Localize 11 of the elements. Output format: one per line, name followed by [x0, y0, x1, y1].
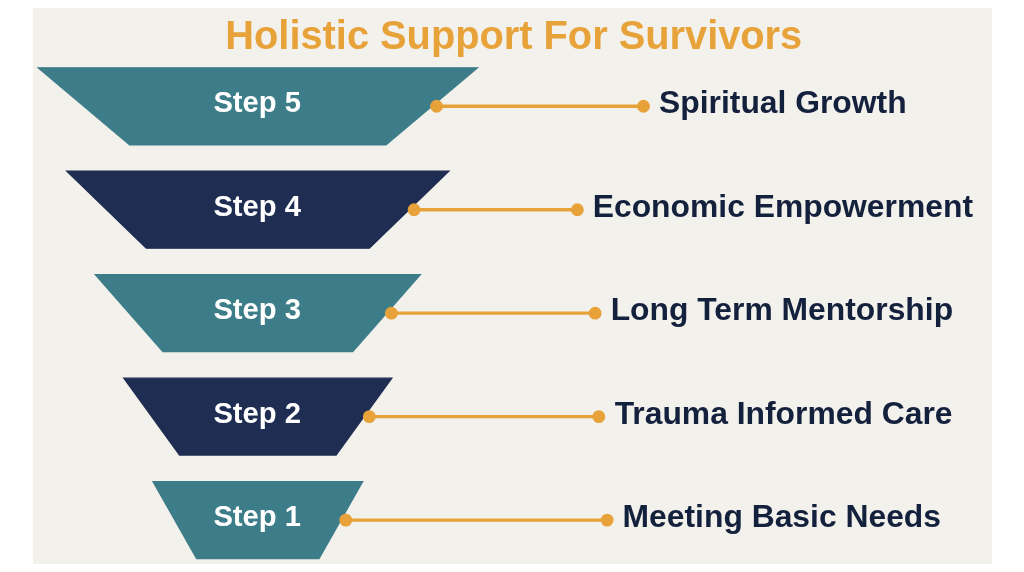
connector	[384, 306, 602, 320]
node-text: Trauma Informed Care	[614, 394, 952, 431]
node-text: Spiritual Growth	[658, 84, 907, 121]
node-text: Economic Empowerment	[592, 187, 973, 224]
connector	[362, 410, 605, 424]
connector	[338, 513, 614, 527]
connector	[407, 203, 584, 217]
node-text: Long Term Mentorship	[610, 291, 953, 328]
diagram-title: Holistic Support For Survivors	[224, 13, 802, 58]
node-text: Meeting Basic Needs	[622, 498, 941, 535]
connector	[429, 99, 650, 113]
